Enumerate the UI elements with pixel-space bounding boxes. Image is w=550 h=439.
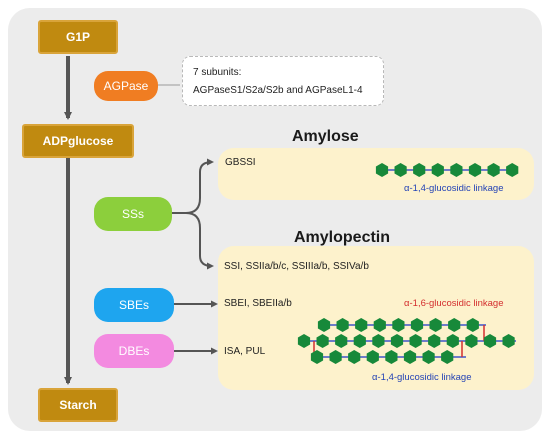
glucose-unit <box>355 318 368 332</box>
glucose-unit <box>390 334 404 348</box>
amylose-glucose-units <box>375 163 519 177</box>
glucose-unit <box>403 350 417 364</box>
amylopectin-chains <box>297 318 516 364</box>
glucose-unit <box>466 318 479 332</box>
glucose-unit <box>422 350 435 364</box>
glucose-unit <box>410 318 424 332</box>
gbssi-label: GBSSI <box>225 157 256 168</box>
chain-linkage-label: α-1,4-glucosidic linkage <box>372 372 472 383</box>
amylopectin-region <box>218 246 534 390</box>
glucose-unit <box>336 318 349 332</box>
sbes-label: SBEs <box>118 298 149 312</box>
glucose-unit <box>487 163 500 177</box>
glucose-unit <box>502 334 515 348</box>
adpglucose-label: ADPglucose <box>42 134 114 148</box>
agpase-node: AGPase <box>94 71 158 101</box>
dbes-label: DBEs <box>118 344 150 358</box>
amylose-chain <box>375 163 519 177</box>
glucose-unit <box>385 350 398 364</box>
dbes-node: DBEs <box>94 334 174 368</box>
glucose-unit <box>366 350 379 364</box>
glucose-unit <box>392 318 405 332</box>
sbe-enzymes-label: SBEI, SBEIIa/b <box>224 298 292 309</box>
sss-node: SSs <box>94 197 172 231</box>
glucose-unit <box>483 334 497 348</box>
glucose-unit <box>446 334 459 348</box>
glucose-unit <box>450 163 463 177</box>
glucose-unit <box>372 334 385 348</box>
ss-enzymes-label: SSI, SSIIa/b/c, SSIIIa/b, SSIVa/b <box>224 261 369 272</box>
dbe-enzymes-label: ISA, PUL <box>224 346 266 357</box>
amylose-linkage: α-1,4-glucosidic linkage <box>404 183 504 194</box>
glucose-unit <box>465 334 478 348</box>
glucose-unit <box>329 350 342 364</box>
glucose-unit <box>310 350 324 364</box>
glucose-unit <box>375 163 389 177</box>
amylopectin-title: Amylopectin <box>294 229 391 246</box>
glucose-unit <box>429 318 442 332</box>
agpase-info-line2: AGPaseS1/S2a/S2b and AGPaseL1-4 <box>193 85 363 96</box>
agpase-info-line1: 7 subunits: <box>193 67 242 78</box>
glucose-unit <box>335 334 348 348</box>
glucose-unit <box>353 334 366 348</box>
branch-linkage-label: α-1,6-glucosidic linkage <box>404 298 504 309</box>
starch-box: Starch <box>38 388 118 422</box>
glucose-unit <box>316 334 329 348</box>
glucose-unit <box>373 318 386 332</box>
glucose-unit <box>506 163 519 177</box>
g1p-box: G1P <box>38 20 118 54</box>
glucose-unit <box>317 318 331 332</box>
amylose-region <box>218 148 534 200</box>
glucose-unit <box>441 350 454 364</box>
sss-label: SSs <box>121 207 144 221</box>
glucose-unit <box>409 334 422 348</box>
glucose-unit <box>348 350 361 364</box>
g1p-label: G1P <box>65 30 90 44</box>
starch-label: Starch <box>59 398 97 412</box>
glucose-unit <box>394 163 407 177</box>
glucose-unit <box>468 163 482 177</box>
sss-brace <box>172 162 212 214</box>
agpase-info-box: 7 subunits: AGPaseS1/S2a/S2b and AGPaseL… <box>182 56 384 106</box>
glucose-unit <box>431 163 444 177</box>
amylose-title: Amylose <box>292 128 359 145</box>
glucose-unit <box>297 334 311 348</box>
glucose-unit <box>413 163 426 177</box>
adpglucose-box: ADPglucose <box>22 124 134 158</box>
sbes-node: SBEs <box>94 288 174 322</box>
glucose-unit <box>428 334 441 348</box>
glucose-unit <box>448 318 461 332</box>
amylopectin-glucose-units <box>297 318 515 364</box>
agpase-label: AGPase <box>103 79 149 93</box>
sss-brace-lower <box>185 212 214 270</box>
